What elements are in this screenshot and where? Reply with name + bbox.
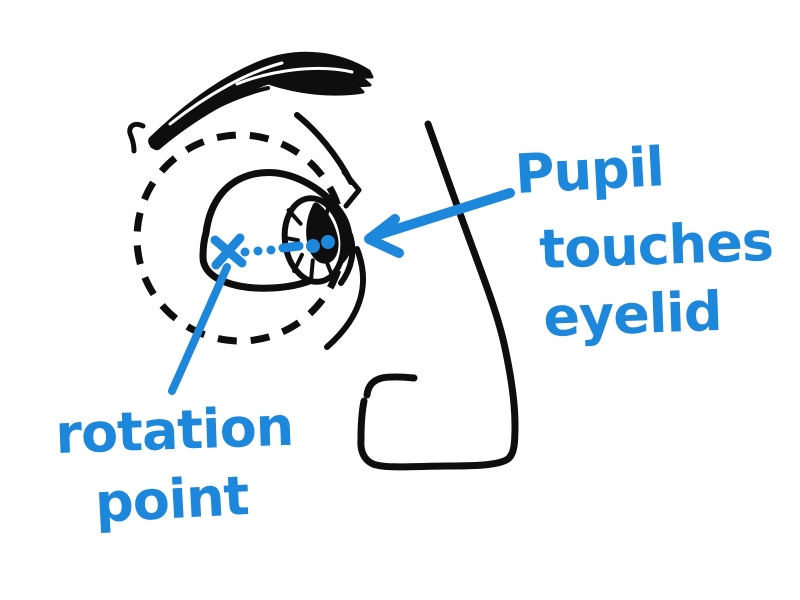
brow-hook-icon xyxy=(127,121,146,154)
arrow-shaft xyxy=(373,188,515,240)
rotation-note-label: rotation point xyxy=(54,395,294,535)
eyebrow-icon xyxy=(127,51,374,154)
annotation-layer: Pupil touches eyelid rotation point xyxy=(54,135,774,535)
pupil-marker-dots-icon xyxy=(306,235,335,253)
pupil-note-line1: Pupil xyxy=(513,135,665,206)
lash-notch-icon xyxy=(341,169,362,209)
pupil-note-line3: eyelid xyxy=(542,280,722,349)
nose-icon xyxy=(357,120,519,471)
eyebrow-under-stroke xyxy=(150,86,270,148)
dotted-gaze-line-icon xyxy=(240,245,276,257)
gaze-line-dash xyxy=(278,241,304,253)
arrow-to-pupil-icon xyxy=(364,188,515,258)
eyebrow-scribble-gap xyxy=(168,61,284,126)
pupil-note-line2: touches xyxy=(538,210,774,281)
rotation-note-line2: point xyxy=(93,464,250,535)
under-eye-crease-icon xyxy=(324,246,366,350)
pupil-note-label: Pupil touches eyelid xyxy=(513,135,774,349)
nostril-icon xyxy=(363,373,418,399)
leader-line-to-rotation-point-icon xyxy=(168,263,231,395)
nose-outline xyxy=(357,120,519,471)
eyebrow-body xyxy=(148,51,374,151)
eyebrow-scribble-gap xyxy=(235,66,354,86)
rotation-x-marker-icon xyxy=(210,233,247,270)
arrow-head xyxy=(364,214,404,258)
rotation-note-line1: rotation xyxy=(54,395,294,466)
